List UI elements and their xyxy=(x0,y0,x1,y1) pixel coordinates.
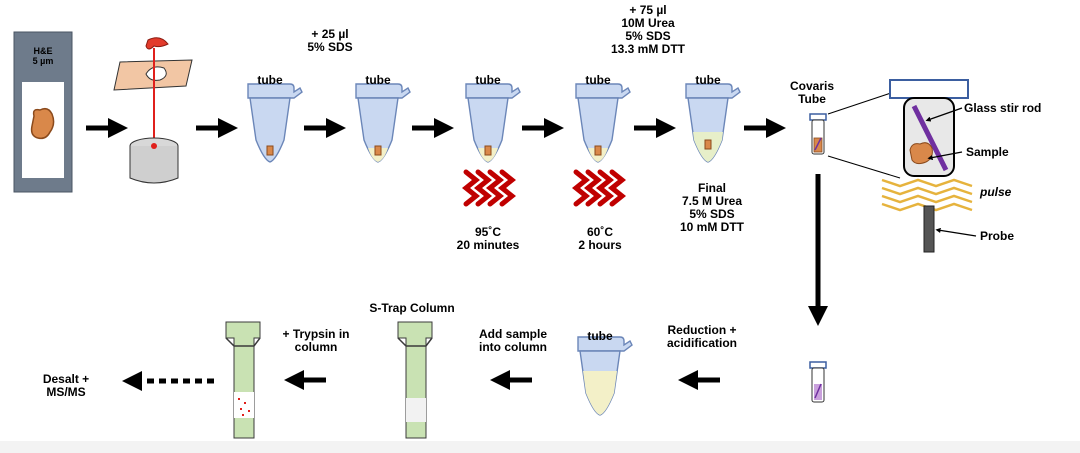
top-row-arrows xyxy=(86,118,828,391)
heat-icon-60 xyxy=(571,169,627,207)
pulse-label: pulse xyxy=(980,185,1012,199)
desalt-label: Desalt + MS/MS xyxy=(42,372,90,399)
bottom-strip xyxy=(0,441,1080,453)
tube-2 xyxy=(355,83,411,163)
tube-5 xyxy=(685,83,741,163)
sample-label: Sample xyxy=(966,145,1009,159)
tube-1 xyxy=(247,83,303,163)
laser-capture-icon xyxy=(113,37,193,184)
add-sample-label: Add sample into column xyxy=(478,327,547,354)
tube-4 xyxy=(575,83,631,163)
trypsin-label: + Trypsin in column xyxy=(282,327,350,354)
tube-label-5: tube xyxy=(695,73,721,87)
strap-column-trypsin xyxy=(225,321,261,439)
covaris-label: Covaris Tube xyxy=(789,79,835,106)
tube-bottom xyxy=(577,336,633,416)
step2-reagent: + 25 µl 5% SDS xyxy=(307,27,353,54)
covaris-tube xyxy=(809,113,827,155)
final-concentration: Final 7.5 M Urea 5% SDS 10 mM DTT xyxy=(679,181,744,234)
glass-stir-rod-label: Glass stir rod xyxy=(964,101,1042,115)
strap-column xyxy=(397,321,433,439)
covaris-detail xyxy=(881,79,977,253)
tube-label-1: tube xyxy=(257,73,283,87)
reduction-label: Reduction + acidification xyxy=(666,323,737,350)
tube-label-bottom: tube xyxy=(587,329,613,343)
heat-label-60: 60˚C 2 hours xyxy=(578,225,622,252)
covaris-tube-processed xyxy=(809,361,827,403)
step5-reagent: + 75 µl 10M Urea 5% SDS 13.3 mM DTT xyxy=(610,3,685,56)
histology-slide xyxy=(13,31,73,193)
zoom-line-bottom xyxy=(827,155,901,179)
slide-label: H&E 5 µm xyxy=(32,46,54,66)
tube-3 xyxy=(465,83,521,163)
strap-column-label: S-Trap Column xyxy=(369,301,455,315)
probe-label: Probe xyxy=(980,229,1015,243)
tube-label-2: tube xyxy=(365,73,391,87)
heat-icon-95 xyxy=(461,169,517,207)
heat-label-95: 95˚C 20 minutes xyxy=(456,225,520,252)
tube-label-4: tube xyxy=(585,73,611,87)
zoom-line-top xyxy=(827,89,901,115)
tube-label-3: tube xyxy=(475,73,501,87)
